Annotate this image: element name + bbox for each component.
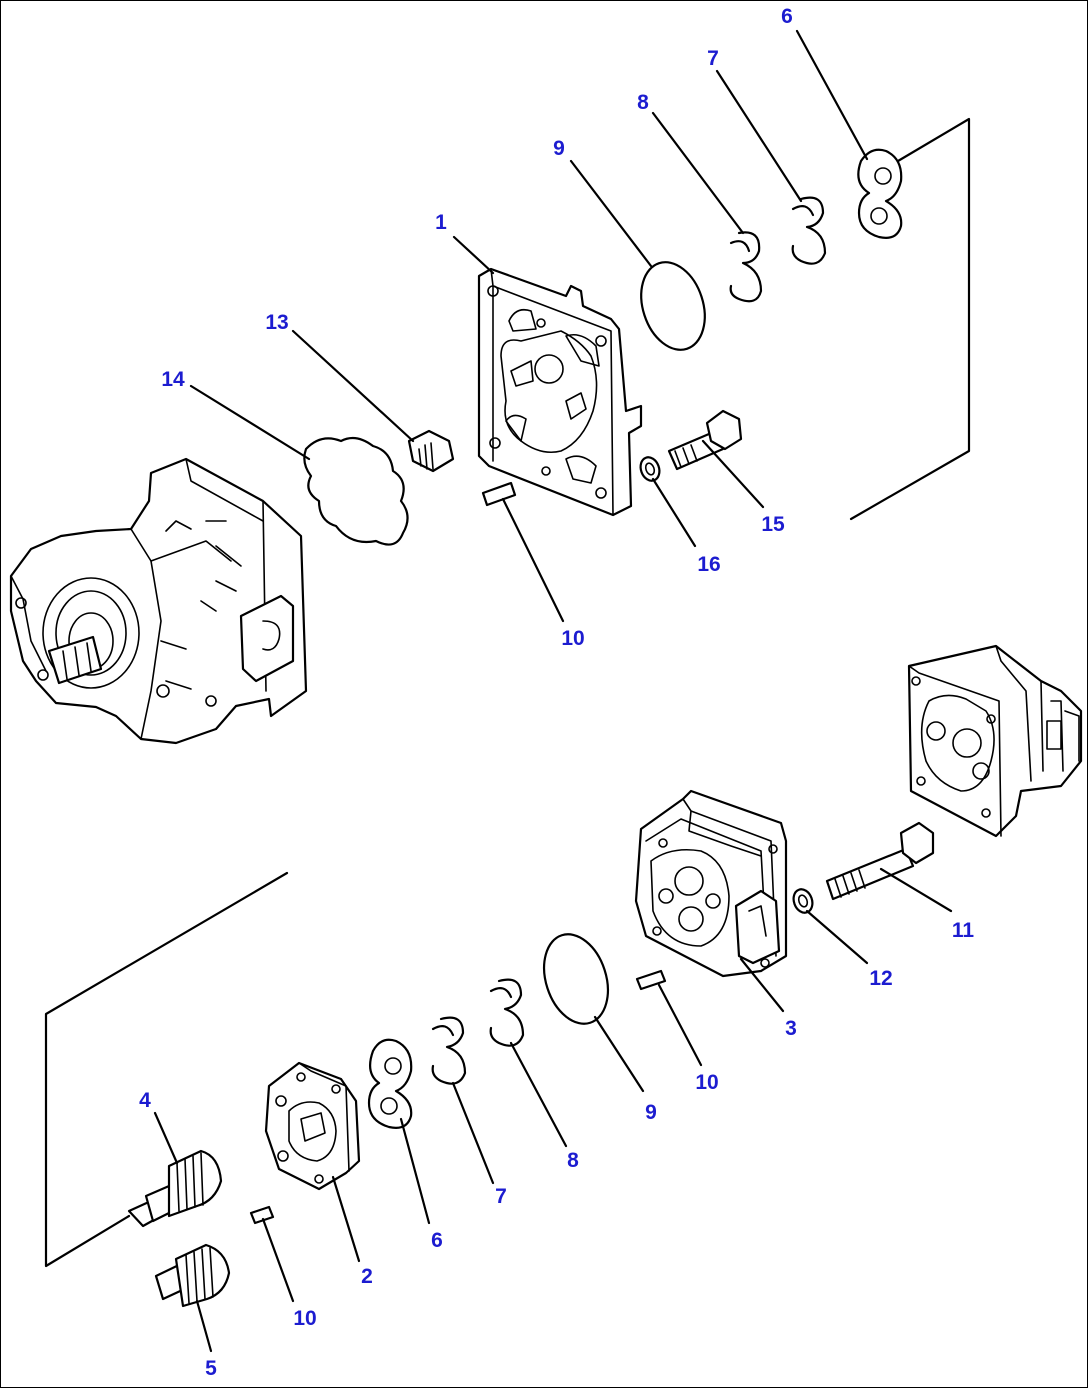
callout-15: 15 bbox=[761, 513, 785, 536]
bolt-15 bbox=[667, 409, 743, 471]
upper-boundary-lines bbox=[849, 117, 971, 521]
callout-6-top: 6 bbox=[781, 5, 793, 28]
leader-lines bbox=[153, 29, 953, 1353]
backup-ring-7-top bbox=[791, 196, 827, 265]
dowel-pin-10-bottom bbox=[249, 1205, 275, 1225]
cover-plate-1 bbox=[477, 267, 643, 517]
callout-11: 11 bbox=[952, 919, 975, 942]
callout-14: 14 bbox=[161, 368, 185, 391]
callout-8-bottom: 8 bbox=[567, 1149, 579, 1172]
callout-labels: 1 6 7 8 9 13 14 15 16 10 11 12 3 10 9 8 … bbox=[139, 5, 974, 1380]
callout-10-mid: 10 bbox=[695, 1071, 718, 1094]
callout-9-top: 9 bbox=[553, 137, 565, 160]
housing-3 bbox=[634, 789, 788, 978]
callout-10-bottom: 10 bbox=[293, 1307, 316, 1330]
o-ring-9-bottom bbox=[543, 933, 609, 1025]
pump-body-main bbox=[9, 457, 308, 745]
o-ring-9-top bbox=[640, 261, 706, 351]
backup-ring-8-top bbox=[729, 231, 763, 303]
valve-13 bbox=[407, 429, 455, 473]
callout-4: 4 bbox=[139, 1089, 151, 1112]
callout-16: 16 bbox=[697, 553, 720, 576]
bolt-11 bbox=[825, 821, 935, 901]
washer-12 bbox=[792, 888, 814, 914]
lower-boundary-lines bbox=[44, 871, 289, 1268]
pump-body-right bbox=[907, 644, 1083, 838]
wear-plate-6-bottom bbox=[367, 1038, 413, 1129]
callout-7-top: 7 bbox=[707, 47, 719, 70]
callout-3: 3 bbox=[785, 1017, 797, 1040]
callout-13: 13 bbox=[265, 311, 288, 334]
callout-10-top: 10 bbox=[561, 627, 584, 650]
wear-plate-6-top bbox=[857, 148, 903, 239]
callout-2: 2 bbox=[361, 1265, 373, 1288]
dowel-pin-10-mid bbox=[635, 969, 667, 991]
callout-12: 12 bbox=[869, 967, 892, 990]
callout-7-bottom: 7 bbox=[495, 1185, 507, 1208]
driven-gear-5 bbox=[154, 1243, 231, 1308]
drive-gear-4 bbox=[127, 1149, 223, 1228]
gasket-14 bbox=[303, 436, 409, 546]
callout-5: 5 bbox=[205, 1357, 217, 1380]
washer-16 bbox=[639, 456, 661, 482]
callout-8-top: 8 bbox=[637, 91, 649, 114]
dowel-pin-10-top bbox=[481, 481, 517, 507]
callout-9-bottom: 9 bbox=[645, 1101, 657, 1124]
callout-6-bottom: 6 bbox=[431, 1229, 443, 1252]
callout-1: 1 bbox=[435, 211, 447, 234]
backup-ring-8-bottom bbox=[489, 978, 525, 1047]
gear-plate-2 bbox=[264, 1061, 361, 1191]
backup-ring-7-bottom bbox=[431, 1016, 467, 1085]
